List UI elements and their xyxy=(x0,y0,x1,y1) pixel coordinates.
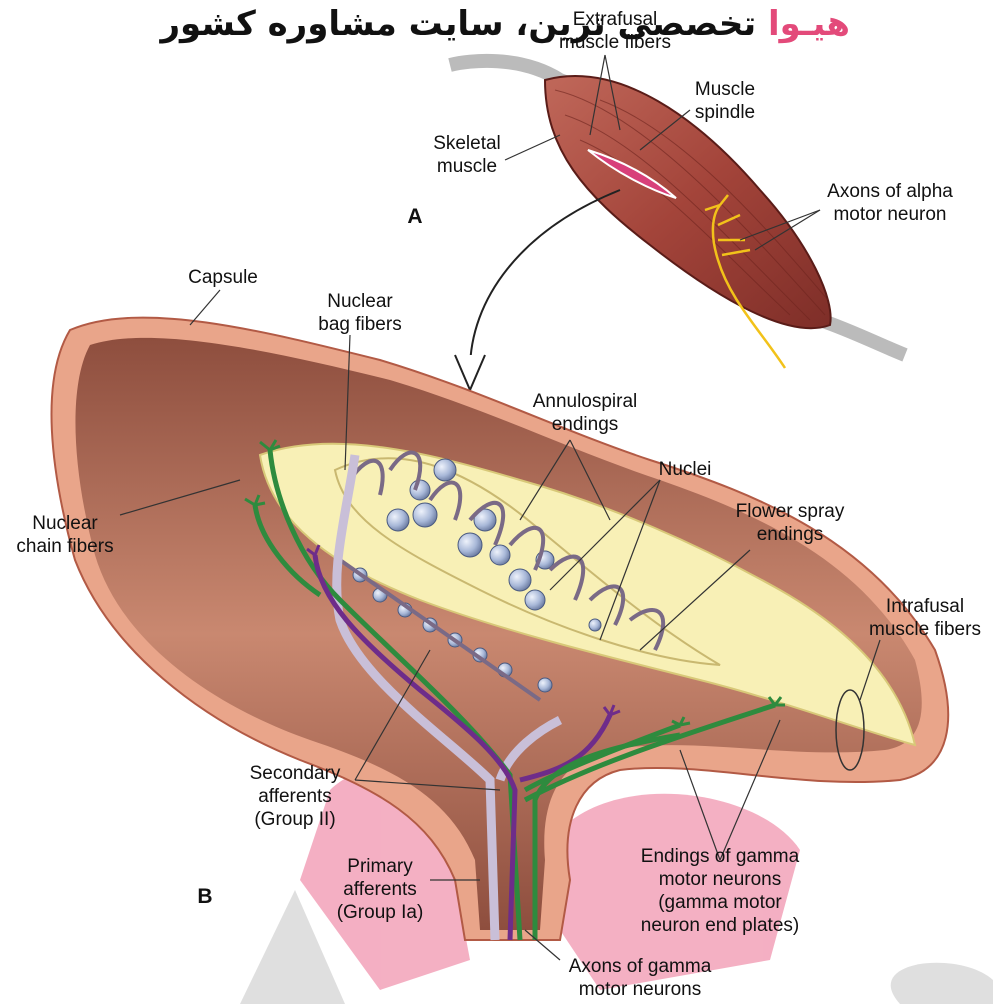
arrow-a-to-b xyxy=(470,190,620,370)
label-primary-afferents: Primary afferents (Group Ia) xyxy=(330,855,430,924)
arrow-head xyxy=(455,355,485,390)
label-skeletal-muscle: Skeletal muscle xyxy=(412,132,522,178)
panel-a-tag: A xyxy=(400,205,430,228)
label-secondary-afferents: Secondary afferents (Group II) xyxy=(235,762,355,831)
watermark-banner: هیـوا تخصصی ترین، سایت مشاوره کشور xyxy=(190,4,850,44)
label-intrafusal: Intrafusal muscle fibers xyxy=(860,595,990,641)
label-extrafusal: Extrafusal muscle fibers xyxy=(545,8,685,54)
label-gamma-axons: Axons of gamma motor neurons xyxy=(560,955,720,1001)
spindle-capsule xyxy=(51,318,948,940)
label-flower-spray: Flower spray endings xyxy=(730,500,850,546)
label-gamma-endings: Endings of gamma motor neurons (gamma mo… xyxy=(630,845,810,937)
label-muscle-spindle: Muscle spindle xyxy=(670,78,780,124)
watermark-brand: هیـوا xyxy=(768,4,850,44)
label-nuclei: Nuclei xyxy=(650,458,720,481)
panel-b-tag: B xyxy=(190,885,220,908)
label-annulospiral: Annulospiral endings xyxy=(520,390,650,436)
label-nuclear-chain: Nuclear chain fibers xyxy=(10,512,120,558)
label-capsule: Capsule xyxy=(178,266,268,289)
label-alpha-axons: Axons of alpha motor neuron xyxy=(815,180,965,226)
label-nuclear-bag: Nuclear bag fibers xyxy=(315,290,405,336)
